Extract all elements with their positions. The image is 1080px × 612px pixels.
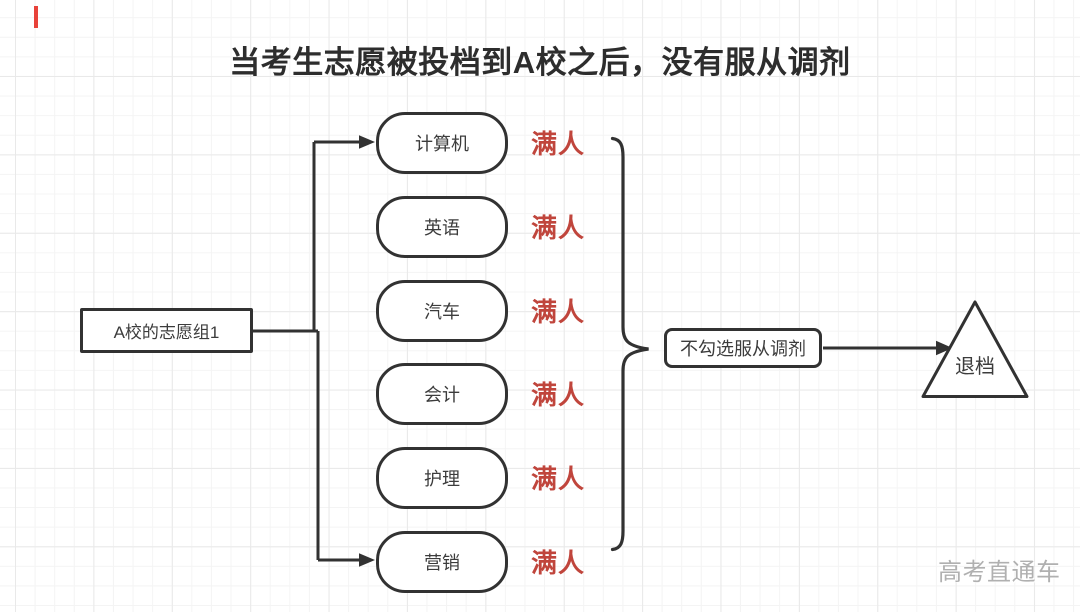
result-triangle-label: 退档 [955,355,995,378]
major-label: 营销 [424,553,460,573]
arrowhead-bottom [359,553,375,567]
result-triangle [921,300,1029,398]
status-full-label: 满人 [531,213,586,243]
major-box-marketing: 营销 [376,531,508,593]
diagram-title: 当考生志愿被投档到A校之后，没有服从调剂 [229,45,851,80]
major-box-nursing: 护理 [376,447,508,509]
major-box-english: 英语 [376,196,508,258]
volunteer-group-box: A校的志愿组1 [80,308,253,353]
arrowhead-top [359,135,375,149]
watermark: 高考直通车 [938,559,1061,586]
status-full-label: 满人 [531,380,586,410]
major-label: 计算机 [415,134,469,154]
status-full-label: 满人 [531,464,586,494]
red-accent-mark [34,6,38,28]
major-label: 护理 [424,469,460,489]
arrowhead-result [936,340,953,356]
status-full-label: 满人 [531,129,586,159]
volunteer-group-label: A校的志愿组1 [113,323,220,342]
major-box-computer: 计算机 [376,112,508,174]
major-box-automobile: 汽车 [376,280,508,342]
status-full-label: 满人 [531,297,586,327]
major-label: 英语 [424,218,460,238]
major-box-accounting: 会计 [376,363,508,425]
major-label: 汽车 [424,302,460,322]
condition-box: 不勾选服从调剂 [664,328,822,368]
status-full-label: 满人 [531,548,586,578]
curly-brace [610,136,649,552]
condition-label: 不勾选服从调剂 [680,339,806,359]
major-label: 会计 [424,385,460,405]
